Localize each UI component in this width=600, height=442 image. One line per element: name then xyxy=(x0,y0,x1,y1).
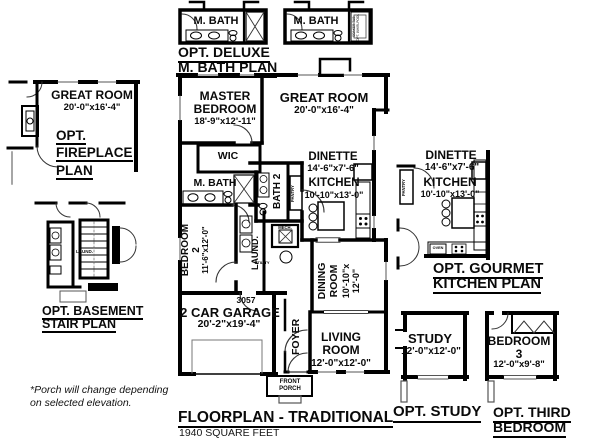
opt-gourmet-label-line1: OPT. GOURMET xyxy=(433,261,544,280)
opt-third-bedroom-label-line2: BEDROOM xyxy=(493,419,567,438)
opt-fireplace-label-line1: OPT. xyxy=(56,128,87,146)
room-label-study: STUDY xyxy=(407,331,453,346)
opt-gourmet-label-line2: KITCHEN PLAN xyxy=(433,276,541,295)
room-label-wic: WIC xyxy=(217,150,239,162)
room-label-utility: UTILITY xyxy=(254,260,270,265)
opt-study-linework xyxy=(395,311,469,403)
room-label-fireplace-great-room: GREAT ROOM xyxy=(51,88,133,102)
room-label-pantry: PANTRY xyxy=(290,185,295,202)
room-label-gourmet-pantry: PANTRY xyxy=(401,179,406,197)
dim-gourmet-kitchen: 10'-10"x13'-0" xyxy=(420,189,480,199)
opt-gourmet-kitchen-linework xyxy=(396,150,490,270)
dim-study: 12'-0"x12'-0" xyxy=(401,346,461,357)
room-label-bedroom3: BEDROOM 3 12'-0"x9'-8" xyxy=(487,334,551,371)
porch-note-line1: *Porch will change depending xyxy=(30,384,169,396)
room-label-m-bath: M. BATH xyxy=(193,177,237,189)
dim-dinette: 14'-6"x7'-6" xyxy=(307,163,359,174)
room-label-mbath-left: M. BATH xyxy=(193,15,239,27)
room-label-master-bedroom: MASTER BEDROOM 18'-9"x12'-11" xyxy=(193,89,257,127)
room-label-mbath-right: M. BATH xyxy=(293,15,339,27)
opt-fireplace-label-line3: PLAN xyxy=(56,163,93,181)
room-label-bath2: BATH 2 xyxy=(272,173,283,209)
room-label-kitchen: KITCHEN xyxy=(308,177,360,189)
opt-third-bedroom-label-line1: OPT. THIRD xyxy=(493,404,571,423)
soaker-tub-note: SOAKER TUB OPT. WHIRLPOOL xyxy=(352,13,361,41)
room-label-gourmet-dinette: DINETTE xyxy=(425,148,477,162)
dim-garage: 20'-2"x19'-4" xyxy=(197,318,261,330)
porch-note-line2: on selected elevation. xyxy=(30,397,132,409)
page-title: FLOORPLAN - TRADITIONAL xyxy=(178,409,394,429)
opt-basement-stair-linework xyxy=(34,201,137,303)
garage-plan-number: 3057 xyxy=(236,295,256,305)
room-label-laundry: LAUND. xyxy=(250,236,260,270)
room-label-bedroom2: BEDROOM 2 11'-6"x12'-0" xyxy=(180,223,211,277)
opt-third-bedroom-linework xyxy=(485,311,559,403)
room-label-foyer: FOYER xyxy=(290,318,302,356)
square-feet-label: 1940 SQUARE FEET xyxy=(179,427,280,439)
room-label-front-porch: FRONT PORCH xyxy=(279,379,301,392)
room-label-living-room: LIVING ROOM 12'-0"x12'-0" xyxy=(311,330,371,369)
room-label-garage: 2 CAR GARAGE xyxy=(180,305,280,320)
room-label-mech: MECH. xyxy=(278,224,292,230)
room-label-dining-room: DINING ROOM 10'-10"x 12'-0" xyxy=(316,262,361,300)
room-label-great-room: GREAT ROOM xyxy=(279,90,369,105)
room-label-gourmet-oven: OVEN xyxy=(432,246,444,250)
opt-deluxe-label-line1: OPT. DELUXE xyxy=(178,44,270,63)
opt-fireplace-linework xyxy=(6,78,140,185)
opt-basement-label-line2: STAIR PLAN xyxy=(42,317,117,333)
room-label-dinette: DINETTE xyxy=(308,151,358,163)
dim-gourmet-dinette: 14'-6"x7'-6" xyxy=(424,162,480,173)
dim-great-room: 20'-0"x16'-4" xyxy=(294,105,354,116)
room-label-basement-laundry: LAUND. xyxy=(76,249,93,254)
opt-deluxe-label-line2: M. BATH PLAN xyxy=(178,59,278,78)
dim-kitchen: 10'-10"x13'-0" xyxy=(304,190,364,200)
opt-basement-label-line1: OPT. BASEMENT xyxy=(42,304,144,320)
main-floorplan-walls xyxy=(176,57,390,404)
opt-deluxe-mbath-right-linework xyxy=(283,0,373,45)
room-label-gourmet-kitchen: KITCHEN xyxy=(423,175,477,189)
opt-fireplace-label-line2: FIREPLACE xyxy=(56,145,133,163)
dim-fireplace-great-room: 20'-0"x16'-4" xyxy=(63,102,121,113)
opt-study-label: OPT. STUDY xyxy=(393,403,482,423)
opt-deluxe-mbath-left-linework xyxy=(178,0,268,45)
